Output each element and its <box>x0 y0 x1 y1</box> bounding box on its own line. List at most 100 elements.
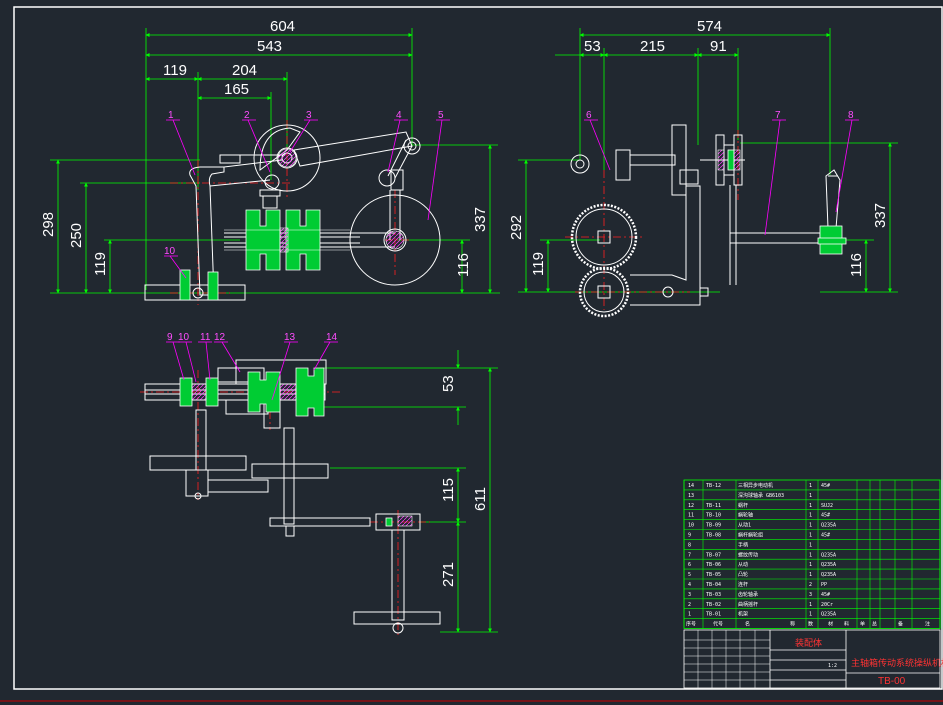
row-code: TB-09 <box>706 523 721 529</box>
row-code: TB-12 <box>706 483 721 489</box>
drawing-frame <box>13 6 943 690</box>
row-material: 45# <box>821 592 830 598</box>
row-qty: 1 <box>809 503 812 509</box>
row-qty: 1 <box>809 562 812 568</box>
row-qty: 1 <box>809 513 812 519</box>
side-dim-119: 119 <box>530 252 547 276</box>
table-header-cell: 序号 <box>686 621 696 628</box>
side-dim-53: 53 <box>584 38 601 55</box>
row-name: 深沟球轴承 GB6103 <box>738 492 784 499</box>
row-code: TB-10 <box>706 513 721 519</box>
side-view: 574 53 215 91 292 119 337 116 <box>508 18 898 318</box>
front-dim-298: 298 <box>40 212 57 237</box>
table-header-cell: 材 <box>828 621 833 628</box>
row-code: TB-01 <box>706 612 721 618</box>
row-qty: 1 <box>809 493 812 499</box>
row-material: Q235A <box>821 552 836 558</box>
side-dim-337: 337 <box>872 203 889 228</box>
balloon-9: 9 <box>167 332 173 343</box>
row-name: 蜗杆 <box>738 502 748 509</box>
row-name: 蜗轮轴 <box>738 512 753 519</box>
drawing-number: TB-00 <box>878 676 906 687</box>
row-name: 曲柄摇杆 <box>738 601 758 608</box>
balloon-13: 13 <box>284 332 296 343</box>
row-code: TB-08 <box>706 533 721 539</box>
front-dim-119: 119 <box>163 62 187 79</box>
row-no: 5 <box>688 572 691 578</box>
row-code: TB-06 <box>706 562 721 568</box>
top-dim-611: 611 <box>472 487 489 511</box>
side-dim-215: 215 <box>640 38 665 55</box>
row-material: 20Cr <box>821 602 833 608</box>
row-material: Q235A <box>821 523 836 529</box>
row-name: 手柄 <box>738 541 748 548</box>
row-name: 从动1 <box>738 522 751 529</box>
row-no: 11 <box>688 513 694 519</box>
balloon-10-top: 10 <box>178 332 190 343</box>
row-no: 7 <box>688 552 691 558</box>
top-view: 53 115 611 271 <box>140 332 498 635</box>
front-dim-337: 337 <box>472 207 489 232</box>
balloon-11: 11 <box>200 332 211 343</box>
row-qty: 1 <box>809 533 812 539</box>
row-material: Q235A <box>821 612 836 618</box>
balloon-10-front: 10 <box>164 246 176 257</box>
row-qty: 1 <box>809 483 812 489</box>
table-header-cell: 备 <box>898 621 903 628</box>
scale-value: 1:2 <box>828 663 837 669</box>
balloon-7: 7 <box>775 110 781 121</box>
side-dim-574: 574 <box>697 18 722 35</box>
row-code: TB-05 <box>706 572 721 578</box>
row-material: PP <box>821 582 827 588</box>
side-dim-91: 91 <box>710 38 727 55</box>
balloon-8: 8 <box>848 110 854 121</box>
table-header-cell: 注 <box>925 621 930 628</box>
row-no: 13 <box>688 493 694 499</box>
row-qty: 1 <box>809 552 812 558</box>
row-name: 连杆 <box>738 581 748 588</box>
front-dim-604: 604 <box>270 18 295 35</box>
row-code: TB-04 <box>706 582 721 588</box>
balloon-4: 4 <box>396 110 402 121</box>
row-no: 12 <box>688 503 694 509</box>
row-material: Q235A <box>821 572 836 578</box>
title-block: 装配体 主轴箱传动系统操纵机构 TB-00 1:2 <box>683 629 943 689</box>
row-code: TB-11 <box>706 503 721 509</box>
table-header-cell: 料 <box>844 621 849 628</box>
front-dim-119v: 119 <box>92 252 109 276</box>
row-no: 3 <box>688 592 691 598</box>
row-material: 45# <box>821 513 830 519</box>
row-name: 螺纹传动 <box>738 551 758 558</box>
row-material: 45# <box>821 533 830 539</box>
front-dim-165: 165 <box>224 81 249 98</box>
top-dim-271: 271 <box>440 562 457 587</box>
row-qty: 1 <box>809 572 812 578</box>
front-dim-250: 250 <box>68 223 85 248</box>
drawing-title: 主轴箱传动系统操纵机构 <box>851 657 943 669</box>
row-no: 14 <box>688 483 694 489</box>
table-header-cell: 总 <box>872 621 877 628</box>
row-material: 45# <box>821 483 830 489</box>
balloon-5: 5 <box>438 110 444 121</box>
row-code: TB-07 <box>706 552 721 558</box>
balloon-12: 12 <box>214 332 226 343</box>
row-no: 2 <box>688 602 691 608</box>
assembly-name: 装配体 <box>795 637 822 649</box>
row-no: 9 <box>688 533 691 539</box>
front-view: 604 543 119 204 165 298 250 119 337 116 <box>40 18 500 305</box>
row-name: 从动 <box>738 561 748 568</box>
row-material: SUJ2 <box>821 503 833 509</box>
row-code: TB-03 <box>706 592 721 598</box>
row-name: 三相异步电动机 <box>738 482 773 489</box>
top-dim-53: 53 <box>440 375 457 392</box>
table-header-cell: 名 <box>745 621 750 628</box>
row-qty: 2 <box>809 582 812 588</box>
row-no: 1 <box>688 612 691 618</box>
balloon-1: 1 <box>168 110 174 121</box>
row-name: 蜗杆蜗轮组 <box>738 532 763 539</box>
table-header-cell: 数 <box>808 621 813 628</box>
table-header-cell: 称 <box>790 621 795 628</box>
side-dim-116: 116 <box>848 253 865 277</box>
balloon-6: 6 <box>586 110 592 121</box>
row-name: 齿轮轴承 <box>738 591 758 598</box>
